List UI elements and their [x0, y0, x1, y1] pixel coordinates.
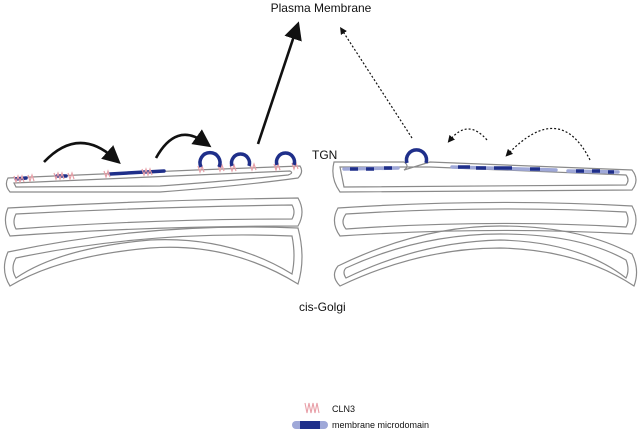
to-plasma-membrane-arrow [256, 21, 302, 145]
cln3-mark [103, 169, 111, 179]
membrane-microdomain-icon [292, 421, 328, 429]
lateral-movement-arrow [154, 129, 212, 159]
cln3-mark [197, 164, 205, 174]
microdomain-bar [108, 170, 147, 176]
cis-golgi-label: cis-Golgi [299, 300, 346, 314]
lateral-movement-arrow [43, 141, 121, 165]
budding-vesicle [229, 152, 252, 167]
right-arrows [340, 26, 591, 161]
plasma-membrane-label: Plasma Membrane [271, 1, 372, 15]
dotted-lateral-arrow [505, 127, 591, 161]
dotted-to-plasma-membrane-arrow [340, 26, 413, 139]
legend: CLN3 membrane microdomain [292, 402, 429, 430]
cln3-mark [249, 162, 257, 172]
budding-vesicle [274, 151, 297, 166]
cln3-mark [229, 163, 237, 173]
right-tgn-cisterna [332, 161, 637, 193]
cln3-mark [27, 173, 35, 183]
right-golgi-stack [332, 161, 638, 287]
right-budding-vesicle [404, 148, 429, 164]
left-tgn-cisterna [5, 165, 303, 193]
budding-vesicle [198, 150, 222, 168]
right-medial-cisterna [333, 201, 637, 237]
cln3-mark [67, 171, 75, 181]
legend-microdomain-label: membrane microdomain [332, 420, 429, 430]
left-budding-vesicles [198, 150, 297, 168]
cln3-mark [13, 174, 25, 184]
cln3-mark [273, 162, 281, 172]
cln3-mark [217, 163, 225, 173]
right-microdomains-dark [350, 165, 614, 174]
right-cis-cisterna [333, 225, 638, 287]
tgn-label: TGN [312, 148, 337, 162]
left-medial-cisterna [4, 197, 303, 237]
cln3-mark [141, 167, 153, 177]
left-cln3-marks [13, 161, 299, 184]
cln3-icon [304, 402, 320, 414]
left-golgi-stack [3, 165, 303, 287]
left-cis-cisterna [3, 226, 303, 287]
cln3-mark [53, 171, 65, 181]
dotted-lateral-arrow [447, 128, 488, 143]
microdomain-bar [145, 169, 166, 174]
legend-cln3-label: CLN3 [332, 404, 355, 414]
cln3-mark [291, 161, 299, 171]
left-arrows [43, 21, 302, 165]
